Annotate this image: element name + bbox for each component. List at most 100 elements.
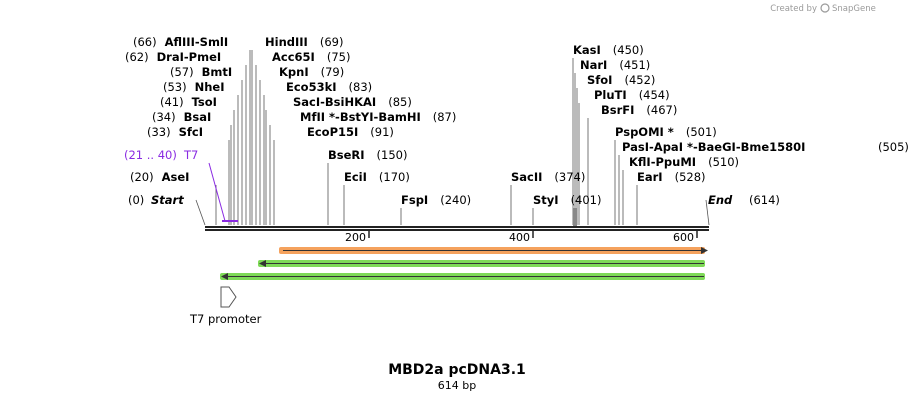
enzyme-labels: (66)AflIII - SmlI HindIII (69) (62)DraI - P… bbox=[125, 35, 909, 207]
enzyme-group: (33)SfcI bbox=[147, 125, 203, 139]
enzyme-group: FspI (240) bbox=[401, 193, 471, 207]
green-orf-arrow-2 bbox=[220, 273, 705, 280]
enzyme-name: FspI bbox=[401, 193, 428, 207]
enzyme-group: (66)AflIII - SmlI bbox=[133, 35, 228, 49]
enzyme-name: Acc65I bbox=[272, 50, 315, 64]
enzyme-group: (57)BmtI bbox=[170, 65, 232, 79]
enzyme-group: KflI - PpuMI(510) bbox=[629, 155, 739, 169]
enzyme-name: BmtI bbox=[202, 65, 233, 79]
enzyme-group: BsrFI (467) bbox=[601, 103, 677, 117]
enzyme-group: Acc65I (75) bbox=[272, 50, 350, 64]
enzyme-name: Eco53kI bbox=[286, 80, 337, 94]
enzyme-position: (79) bbox=[321, 65, 345, 79]
enzyme-name: PasI bbox=[622, 140, 649, 154]
t7-promoter: T7 promoter bbox=[189, 286, 262, 326]
enzyme-name: MfII * bbox=[300, 110, 335, 124]
enzyme-position: (83) bbox=[349, 80, 373, 94]
orf-arrows bbox=[220, 247, 708, 280]
green-orf-arrow-1 bbox=[258, 260, 705, 267]
start-label: (0) Start bbox=[128, 193, 184, 207]
enzyme-name: ApaI * bbox=[654, 140, 693, 154]
enzyme-group: MfII * - BstYI - BamHI(87) bbox=[300, 110, 456, 124]
map-length: 614 bp bbox=[438, 379, 476, 392]
enzyme-name: BseRI bbox=[328, 148, 365, 162]
enzyme-name: KasI bbox=[573, 43, 601, 57]
enzyme-separator: - bbox=[184, 50, 189, 64]
enzyme-group: (62)DraI - PmeI bbox=[125, 50, 221, 64]
enzyme-position: (451) bbox=[619, 58, 650, 72]
enzyme-group: (41)TsoI bbox=[160, 95, 217, 109]
enzyme-name: DraI bbox=[157, 50, 184, 64]
enzyme-position: (150) bbox=[377, 148, 408, 162]
enzyme-group: PasI - ApaI * - BaeGI - Bme1580I(505) bbox=[622, 140, 909, 154]
enzyme-group: (34)BsaI bbox=[152, 110, 211, 124]
credit-brand: SnapGene bbox=[832, 4, 876, 14]
enzyme-separator: - bbox=[374, 110, 379, 124]
enzyme-group: BseRI (150) bbox=[328, 148, 407, 162]
enzyme-position: (85) bbox=[388, 95, 412, 109]
enzyme-separator: - bbox=[736, 140, 741, 154]
enzyme-position: (240) bbox=[440, 193, 471, 207]
enzyme-position: (467) bbox=[646, 103, 677, 117]
green-orf-arrowhead-1 bbox=[259, 260, 266, 267]
enzyme-name: HindIII bbox=[265, 35, 308, 49]
orange-orf-arrowhead bbox=[701, 247, 708, 254]
enzyme-name: StyI bbox=[533, 193, 559, 207]
enzyme-group: StyI(401) bbox=[533, 193, 602, 207]
enzyme-group: PspOMI *(501) bbox=[615, 125, 717, 139]
enzyme-name: EcoP15I bbox=[307, 125, 358, 139]
enzyme-separator: - bbox=[651, 155, 656, 169]
enzyme-cluster-mark bbox=[573, 208, 577, 226]
enzyme-name: PmeI bbox=[189, 50, 222, 64]
start-name: Start bbox=[151, 193, 184, 207]
tick-label-600: 600 bbox=[673, 231, 694, 244]
end-pos: (614) bbox=[749, 193, 780, 207]
sequence-backbone bbox=[205, 208, 709, 231]
enzyme-position: (505) bbox=[878, 140, 909, 154]
enzyme-name: BsiHKAI bbox=[325, 95, 376, 109]
enzyme-name: SfcI bbox=[179, 125, 203, 139]
enzyme-name: PpuMI bbox=[656, 155, 697, 169]
orange-orf-arrow bbox=[279, 247, 708, 254]
enzyme-position: (450) bbox=[613, 43, 644, 57]
enzyme-position: (374) bbox=[554, 170, 585, 184]
end-label: End (614) bbox=[708, 193, 780, 207]
enzyme-name: BsrFI bbox=[601, 103, 634, 117]
enzyme-position: (66) bbox=[133, 35, 157, 49]
snapgene-credit: Created by SnapGene bbox=[770, 3, 876, 14]
enzyme-name: PluTI bbox=[594, 88, 627, 102]
enzyme-group: SacI - BsiHKAI(85) bbox=[293, 95, 412, 109]
enzyme-group: PluTI(454) bbox=[594, 88, 670, 102]
enzyme-group: HindIII (69) bbox=[265, 35, 343, 49]
enzyme-position: (34) bbox=[152, 110, 176, 124]
enzyme-position: (75) bbox=[327, 50, 351, 64]
t7-feature-label: (21 .. 40) T7 bbox=[124, 148, 226, 222]
enzyme-name: KflI bbox=[629, 155, 651, 169]
enzyme-name: AseI bbox=[162, 170, 190, 184]
credit-text: Created by bbox=[770, 4, 817, 14]
enzyme-group: EcoP15I (91) bbox=[307, 125, 394, 139]
enzyme-name: SmlI bbox=[200, 35, 229, 49]
t7-leader-line bbox=[208, 162, 226, 222]
enzyme-separator: - bbox=[195, 35, 200, 49]
map-title: MBD2a pcDNA3.1 bbox=[388, 362, 526, 378]
enzyme-leader-lines bbox=[195, 50, 710, 226]
enzyme-position: (69) bbox=[320, 35, 344, 49]
enzyme-name: BamHI bbox=[378, 110, 420, 124]
enzyme-group: SfoI(452) bbox=[587, 73, 655, 87]
enzyme-name: EciI bbox=[344, 170, 367, 184]
green-orf-arrowhead-2 bbox=[221, 273, 228, 280]
enzyme-separator: - bbox=[649, 140, 654, 154]
enzyme-name: BstYI bbox=[340, 110, 374, 124]
start-leader-line bbox=[195, 199, 206, 226]
enzyme-name: SacII bbox=[511, 170, 542, 184]
tick-label-400: 400 bbox=[509, 231, 530, 244]
enzyme-position: (91) bbox=[370, 125, 394, 139]
enzyme-name: EarI bbox=[637, 170, 663, 184]
end-leader-line bbox=[705, 199, 710, 226]
enzyme-name: BaeGI bbox=[698, 140, 736, 154]
enzyme-position: (501) bbox=[686, 125, 717, 139]
enzyme-position: (528) bbox=[675, 170, 706, 184]
enzyme-name: TsoI bbox=[192, 95, 217, 109]
